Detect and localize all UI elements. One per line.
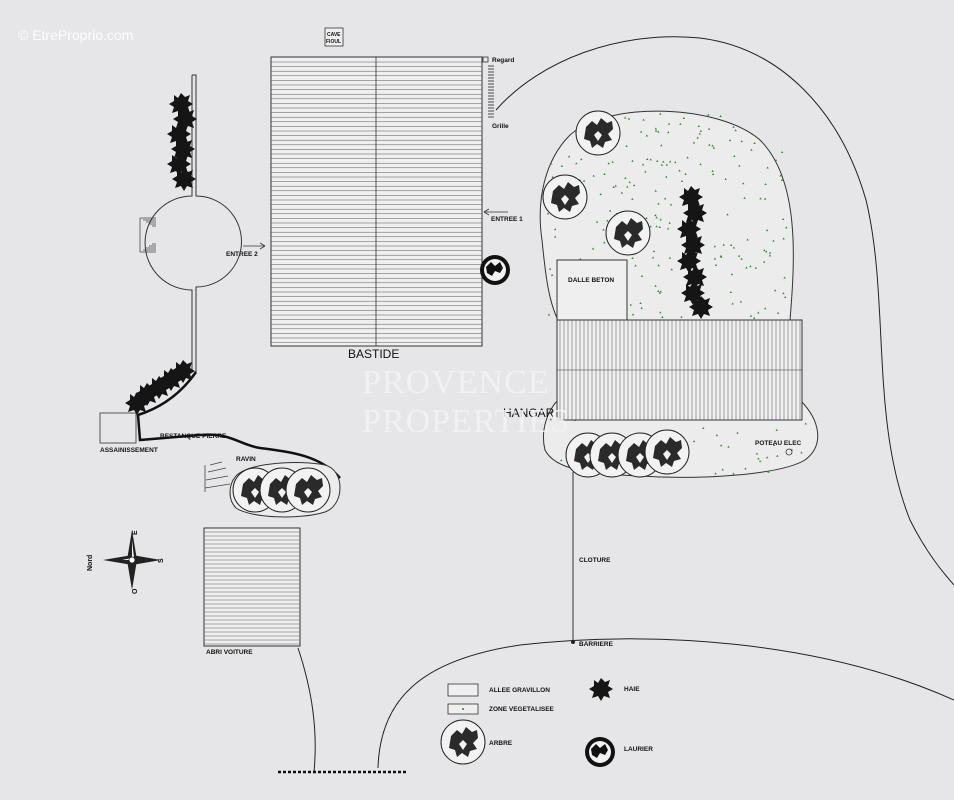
barriere-label: BARRIERE bbox=[579, 641, 614, 648]
bastide-laurier-icon bbox=[480, 255, 510, 285]
restanque-label: RESTANQUE PIERRE bbox=[160, 433, 227, 440]
dalle-beton bbox=[556, 259, 628, 321]
site-boundary-road bbox=[495, 36, 954, 586]
entree-1-label: ENTREE 1 bbox=[491, 216, 523, 223]
vegetation-dots bbox=[546, 112, 807, 475]
cave-label: CAVE bbox=[327, 32, 341, 38]
poteau-label: POTEAU ELEC bbox=[755, 440, 802, 447]
lower-road bbox=[377, 638, 954, 769]
legend-arbre-icon bbox=[440, 719, 486, 765]
bastide-building bbox=[270, 56, 483, 347]
assainissement-label: ASSAINISSEMENT bbox=[100, 447, 158, 454]
hangar-tree-4-icon bbox=[644, 429, 690, 475]
ravin-label: RAVIN bbox=[236, 456, 256, 463]
hangar-building bbox=[556, 319, 803, 421]
source-watermark: © EtreProprio.com bbox=[18, 27, 133, 43]
entree-2-label: ENTREE 2 bbox=[226, 251, 258, 258]
legend-haie-icon bbox=[589, 678, 613, 701]
grille-label: Grille bbox=[492, 123, 509, 130]
hangar-label: HANGAR bbox=[503, 406, 555, 420]
tree-north-icon bbox=[575, 110, 621, 156]
compass-north-label: Nord bbox=[87, 555, 94, 571]
brand-watermark-line2: PROPERTIES bbox=[362, 403, 570, 440]
legend: ALLEE GRAVILLON ZONE VEGETALISEE ARBRE H… bbox=[440, 678, 653, 767]
brand-watermark-line1: PROVENCE bbox=[362, 364, 549, 401]
abri-voiture-building bbox=[203, 527, 301, 647]
tree-center-icon bbox=[605, 210, 651, 256]
regard-marker bbox=[482, 56, 489, 63]
cloture-label: CLOTURE bbox=[579, 557, 611, 564]
semicircle-steps bbox=[139, 217, 156, 253]
compass-west-label: O bbox=[132, 588, 139, 594]
regard-label: Regard bbox=[492, 57, 514, 64]
compass-south-label: S bbox=[158, 558, 165, 563]
dalle-beton-label: DALLE BETON bbox=[568, 277, 614, 284]
cave-fioul bbox=[324, 27, 344, 47]
legend-arbre-label: ARBRE bbox=[489, 740, 513, 747]
legend-laurier-icon bbox=[585, 737, 615, 767]
ravin-tree-3-icon bbox=[285, 467, 331, 513]
legend-zone-label: ZONE VEGETALISEE bbox=[489, 706, 555, 713]
barriere-icon bbox=[571, 640, 575, 644]
grille-marker bbox=[488, 65, 494, 118]
restanque-wall bbox=[136, 371, 341, 479]
compass-rose bbox=[103, 530, 161, 590]
west-wall bbox=[144, 74, 242, 372]
legend-haie-label: HAIE bbox=[624, 686, 640, 693]
fioul-label: FIOUL bbox=[326, 39, 341, 45]
tree-west-icon bbox=[542, 174, 588, 220]
poteau-icon bbox=[785, 448, 793, 456]
legend-laurier-label: LAURIER bbox=[624, 746, 653, 753]
assainissement-box bbox=[99, 412, 137, 444]
ravin-steps bbox=[204, 461, 231, 492]
compass-east-label: E bbox=[132, 530, 139, 535]
car-shelter-path bbox=[297, 647, 316, 773]
abri-voiture-label: ABRI VOITURE bbox=[206, 649, 253, 656]
bastide-label: BASTIDE bbox=[348, 347, 399, 361]
legend-allee-label: ALLEE GRAVILLON bbox=[489, 687, 550, 694]
